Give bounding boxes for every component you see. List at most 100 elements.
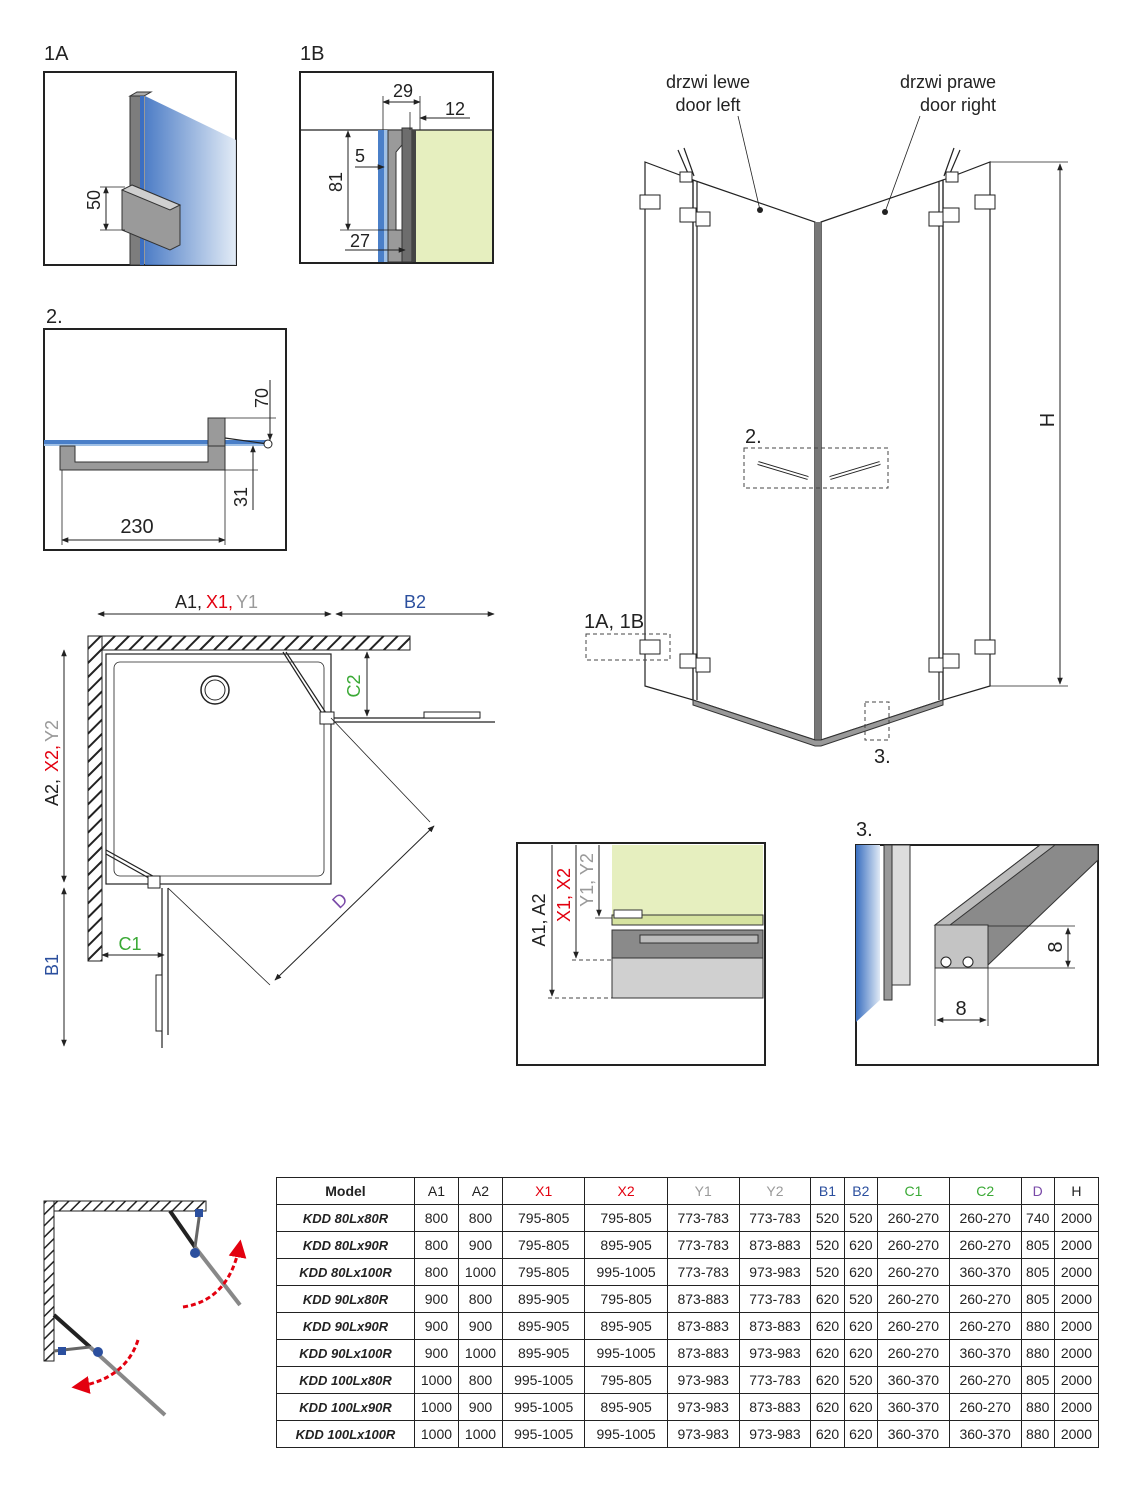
column-header-x1: X1 bbox=[501, 1177, 586, 1205]
model-cell: KDD 80Lx80R bbox=[276, 1204, 415, 1232]
value-cell: 2000 bbox=[1053, 1366, 1100, 1394]
value-cell: 900 bbox=[413, 1285, 459, 1313]
plan-top-y: Y1 bbox=[236, 592, 258, 612]
label-door-right-pl: drzwi prawe bbox=[900, 72, 996, 92]
column-header-a2: A2 bbox=[457, 1177, 504, 1205]
dim-230: 230 bbox=[120, 516, 153, 538]
value-cell: 520 bbox=[843, 1366, 879, 1394]
value-cell: 2000 bbox=[1053, 1285, 1100, 1313]
value-cell: 1000 bbox=[413, 1393, 459, 1421]
value-cell: 805 bbox=[1020, 1258, 1055, 1286]
model-cell: KDD 90Lx80R bbox=[276, 1285, 415, 1313]
value-cell: 973-983 bbox=[738, 1420, 812, 1448]
value-cell: 773-783 bbox=[738, 1204, 812, 1232]
value-cell: 795-805 bbox=[501, 1231, 586, 1259]
value-cell: 900 bbox=[413, 1312, 459, 1340]
value-cell: 2000 bbox=[1053, 1258, 1100, 1286]
dim-8-vertical: 8 bbox=[1045, 941, 1067, 952]
value-cell: 800 bbox=[413, 1231, 459, 1259]
value-cell: 620 bbox=[810, 1285, 845, 1313]
value-cell: 805 bbox=[1020, 1231, 1055, 1259]
detail-1a: 1A 50 bbox=[43, 43, 237, 266]
column-header-d: D bbox=[1020, 1177, 1055, 1205]
value-cell: 2000 bbox=[1053, 1312, 1100, 1340]
value-cell: 873-883 bbox=[666, 1339, 740, 1367]
plan-b1: B1 bbox=[42, 954, 62, 976]
value-cell: 880 bbox=[1020, 1393, 1055, 1421]
detail-2-title: 2. bbox=[46, 306, 63, 328]
value-cell: 995-1005 bbox=[584, 1258, 668, 1286]
value-cell: 360-370 bbox=[948, 1339, 1022, 1367]
value-cell: 800 bbox=[457, 1366, 504, 1394]
detail-3: 3. 8 8 bbox=[855, 819, 1099, 1066]
model-cell: KDD 80Lx90R bbox=[276, 1231, 415, 1259]
value-cell: 995-1005 bbox=[501, 1393, 586, 1421]
detail-2: 2. 70 31 230 bbox=[43, 306, 287, 551]
column-header-x2: X2 bbox=[584, 1177, 668, 1205]
value-cell: 800 bbox=[413, 1204, 459, 1232]
value-cell: 360-370 bbox=[948, 1258, 1022, 1286]
value-cell: 360-370 bbox=[877, 1366, 950, 1394]
model-cell: KDD 90Lx90R bbox=[276, 1312, 415, 1340]
model-cell: KDD 80Lx100R bbox=[276, 1258, 415, 1286]
plan-top-x: X1, bbox=[206, 592, 233, 612]
value-cell: 995-1005 bbox=[501, 1366, 586, 1394]
value-cell: 520 bbox=[810, 1231, 845, 1259]
value-cell: 360-370 bbox=[877, 1420, 950, 1448]
value-cell: 1000 bbox=[457, 1339, 504, 1367]
value-cell: 260-270 bbox=[948, 1393, 1022, 1421]
value-cell: 620 bbox=[843, 1420, 879, 1448]
dim-5: 5 bbox=[355, 146, 365, 166]
value-cell: 2000 bbox=[1053, 1420, 1100, 1448]
value-cell: 520 bbox=[810, 1204, 845, 1232]
value-cell: 2000 bbox=[1053, 1393, 1100, 1421]
value-cell: 880 bbox=[1020, 1312, 1055, 1340]
value-cell: 260-270 bbox=[948, 1285, 1022, 1313]
dim-29: 29 bbox=[393, 81, 413, 101]
dim-8-horizontal: 8 bbox=[955, 998, 966, 1020]
value-cell: 260-270 bbox=[948, 1231, 1022, 1259]
value-cell: 800 bbox=[413, 1258, 459, 1286]
value-cell: 620 bbox=[843, 1312, 879, 1340]
value-cell: 620 bbox=[843, 1339, 879, 1367]
label-door-left-pl: drzwi lewe bbox=[666, 72, 750, 92]
value-cell: 740 bbox=[1020, 1204, 1055, 1232]
label-door-right-en: door right bbox=[920, 95, 996, 115]
value-cell: 620 bbox=[810, 1393, 845, 1421]
model-cell: KDD 90Lx100R bbox=[276, 1339, 415, 1367]
callout-3: 3. bbox=[874, 746, 891, 768]
section-x-label: X1, X2 bbox=[554, 868, 574, 922]
elevation-view: drzwi lewe door left drzwi prawe door ri… bbox=[584, 72, 1068, 768]
value-cell: 873-883 bbox=[738, 1393, 812, 1421]
plan-view: D A1, X1, Y1 B2 C2 A2, X2, Y2 B1 C1 bbox=[42, 592, 495, 1048]
value-cell: 973-983 bbox=[738, 1339, 812, 1367]
value-cell: 260-270 bbox=[877, 1312, 950, 1340]
detail-1b-title: 1B bbox=[300, 43, 324, 65]
model-cell: KDD 100Lx80R bbox=[276, 1366, 415, 1394]
value-cell: 895-905 bbox=[501, 1312, 586, 1340]
dim-31: 31 bbox=[231, 487, 251, 507]
model-cell: KDD 100Lx100R bbox=[276, 1420, 415, 1448]
value-cell: 620 bbox=[810, 1339, 845, 1367]
value-cell: 900 bbox=[457, 1231, 504, 1259]
value-cell: 2000 bbox=[1053, 1204, 1100, 1232]
value-cell: 260-270 bbox=[948, 1366, 1022, 1394]
height-label: H bbox=[1037, 413, 1059, 427]
value-cell: 520 bbox=[843, 1285, 879, 1313]
value-cell: 805 bbox=[1020, 1285, 1055, 1313]
dim-81: 81 bbox=[326, 172, 346, 192]
opening-diagram bbox=[43, 1200, 247, 1417]
value-cell: 620 bbox=[810, 1366, 845, 1394]
column-header-c2: C2 bbox=[948, 1177, 1022, 1205]
value-cell: 973-983 bbox=[666, 1420, 740, 1448]
value-cell: 773-783 bbox=[738, 1366, 812, 1394]
value-cell: 260-270 bbox=[877, 1339, 950, 1367]
value-cell: 360-370 bbox=[877, 1393, 950, 1421]
